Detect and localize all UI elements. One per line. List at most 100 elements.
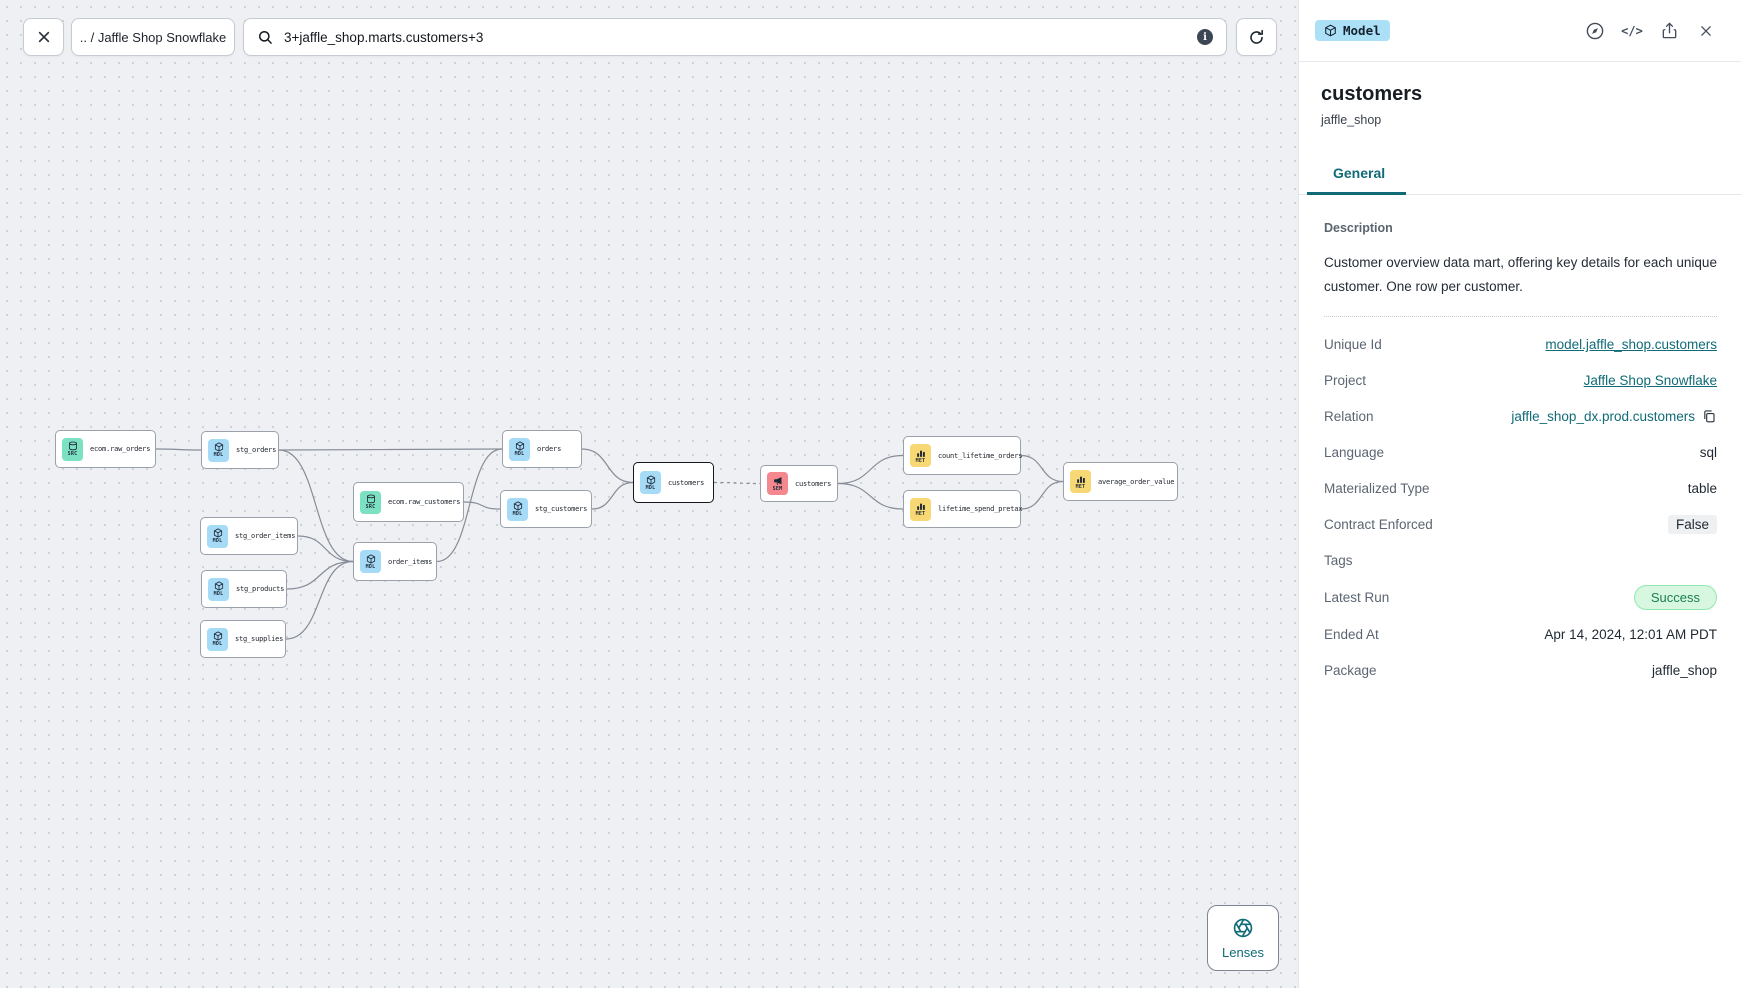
node-label: stg_products — [236, 585, 285, 593]
edge-stg_customers-to-customers — [591, 481, 634, 510]
details-panel: Model </> — [1298, 0, 1741, 988]
close-icon — [38, 31, 49, 43]
model-cube-icon — [1325, 24, 1336, 37]
edge-order_items-to-orders — [436, 448, 503, 563]
panel-header: Model </> — [1299, 0, 1741, 62]
node-label: customers — [795, 479, 832, 488]
resource-type-label: Model — [1343, 23, 1381, 38]
node-ecom_raw_customers[interactable]: SRC ecom.raw_customers — [353, 482, 464, 522]
node-label: ecom.raw_orders — [90, 445, 151, 453]
description-label: Description — [1324, 221, 1393, 235]
node-label: stg_customers — [535, 505, 588, 513]
field-label: Relation — [1324, 409, 1374, 424]
code-icon: </> — [1621, 23, 1643, 38]
model-icon: MDL — [207, 524, 228, 548]
search-input[interactable] — [284, 29, 1187, 45]
edge-customers-to-customers_sem — [713, 481, 761, 485]
lineage-edges — [155, 448, 1064, 640]
node-label: stg_orders — [236, 446, 277, 454]
field-value: jaffle_shop — [1652, 663, 1717, 678]
breadcrumb-label: .. / Jaffle Shop Snowflake — [79, 29, 227, 45]
field-text-value: table — [1687, 481, 1717, 496]
field-value: Success — [1633, 585, 1717, 610]
node-stg_orders[interactable]: MDL stg_orders — [201, 431, 279, 469]
view-code-button[interactable]: </> — [1621, 20, 1643, 42]
project-link[interactable]: Jaffle Shop Snowflake — [1583, 373, 1717, 388]
field-label: Materialized Type — [1324, 481, 1430, 496]
metric-icon: MET — [1070, 470, 1091, 493]
field-value: Jaffle Shop Snowflake — [1584, 373, 1717, 388]
divider — [1324, 316, 1717, 317]
model-icon: MDL — [208, 438, 229, 462]
close-icon — [1701, 25, 1711, 36]
field-label: Latest Run — [1324, 590, 1390, 605]
unique-id-link[interactable]: model.jaffle_shop.customers — [1545, 337, 1717, 352]
lenses-button[interactable]: Lenses — [1207, 905, 1279, 971]
share-icon — [1662, 22, 1676, 39]
info-icon[interactable]: i — [1197, 29, 1213, 45]
compass-icon — [1586, 22, 1604, 39]
copy-icon[interactable] — [1702, 409, 1717, 424]
field-row-package: Package jaffle_shop — [1324, 659, 1717, 682]
panel-header-actions: </> — [1584, 20, 1717, 42]
node-label: stg_order_items — [235, 532, 296, 540]
panel-body: Description Customer overview data mart,… — [1299, 221, 1741, 682]
edge-stg_supplies-to-order_items — [285, 560, 354, 640]
edge-count_lifetime_orders-to-average_order_value — [1020, 454, 1064, 483]
source-icon: SRC — [360, 490, 381, 514]
node-ecom_raw_orders[interactable]: SRC ecom.raw_orders — [55, 430, 156, 468]
field-row-materialized-type: Materialized Type table — [1324, 477, 1717, 500]
field-label: Unique Id — [1324, 337, 1382, 352]
share-button[interactable] — [1658, 20, 1680, 42]
semantic-model-icon: SEM — [767, 472, 788, 495]
source-icon: SRC — [62, 437, 83, 461]
field-text-value: jaffle_shop — [1651, 663, 1717, 678]
node-label: stg_supplies — [235, 635, 284, 643]
field-label: Package — [1324, 663, 1377, 678]
tab-general[interactable]: General — [1306, 153, 1407, 195]
model-icon: MDL — [360, 550, 381, 573]
metric-icon: MET — [910, 444, 931, 467]
edge-stg_orders-to-order_items — [278, 449, 354, 563]
node-label: orders — [537, 445, 562, 453]
close-lineage-button[interactable] — [23, 18, 64, 56]
edge-lifetime_spend_pretax-to-average_order_value — [1020, 480, 1064, 510]
field-value: sql — [1700, 445, 1717, 460]
refresh-button[interactable] — [1236, 18, 1277, 56]
field-value: Apr 14, 2024, 12:01 AM PDT — [1544, 627, 1717, 642]
edge-orders-to-customers — [581, 448, 634, 484]
node-label: ecom.raw_customers — [388, 498, 461, 506]
relation-value: jaffle_shop_dx.prod.customers — [1511, 409, 1695, 424]
breadcrumb[interactable]: .. / Jaffle Shop Snowflake — [71, 18, 235, 56]
field-text-value: Apr 14, 2024, 12:01 AM PDT — [1544, 627, 1717, 642]
panel-title-block: customers jaffle_shop — [1299, 62, 1741, 127]
close-panel-button[interactable] — [1695, 20, 1717, 42]
edge-stg_products-to-order_items — [286, 560, 354, 590]
node-count_lifetime_orders[interactable]: MET count_lifetime_orders — [903, 436, 1023, 475]
field-row-relation: Relation jaffle_shop_dx.prod.customers — [1324, 405, 1717, 428]
explore-lineage-button[interactable] — [1584, 20, 1606, 42]
search-bar[interactable]: i — [243, 18, 1227, 56]
field-value: table — [1688, 481, 1717, 496]
edge-customers_sem-to-lifetime_spend_pretax — [837, 482, 904, 510]
node-customers_sem[interactable]: SEM customers — [760, 465, 838, 502]
panel-title: customers — [1321, 83, 1423, 105]
node-label: count_lifetime_orders — [938, 451, 1023, 460]
edge-stg_order_items-to-order_items — [297, 535, 354, 563]
node-stg_order_items[interactable]: MDL stg_order_items — [200, 517, 298, 555]
lenses-aperture-icon — [1233, 918, 1253, 937]
status-badge: Success — [1633, 585, 1717, 610]
lenses-label: Lenses — [1222, 944, 1264, 960]
